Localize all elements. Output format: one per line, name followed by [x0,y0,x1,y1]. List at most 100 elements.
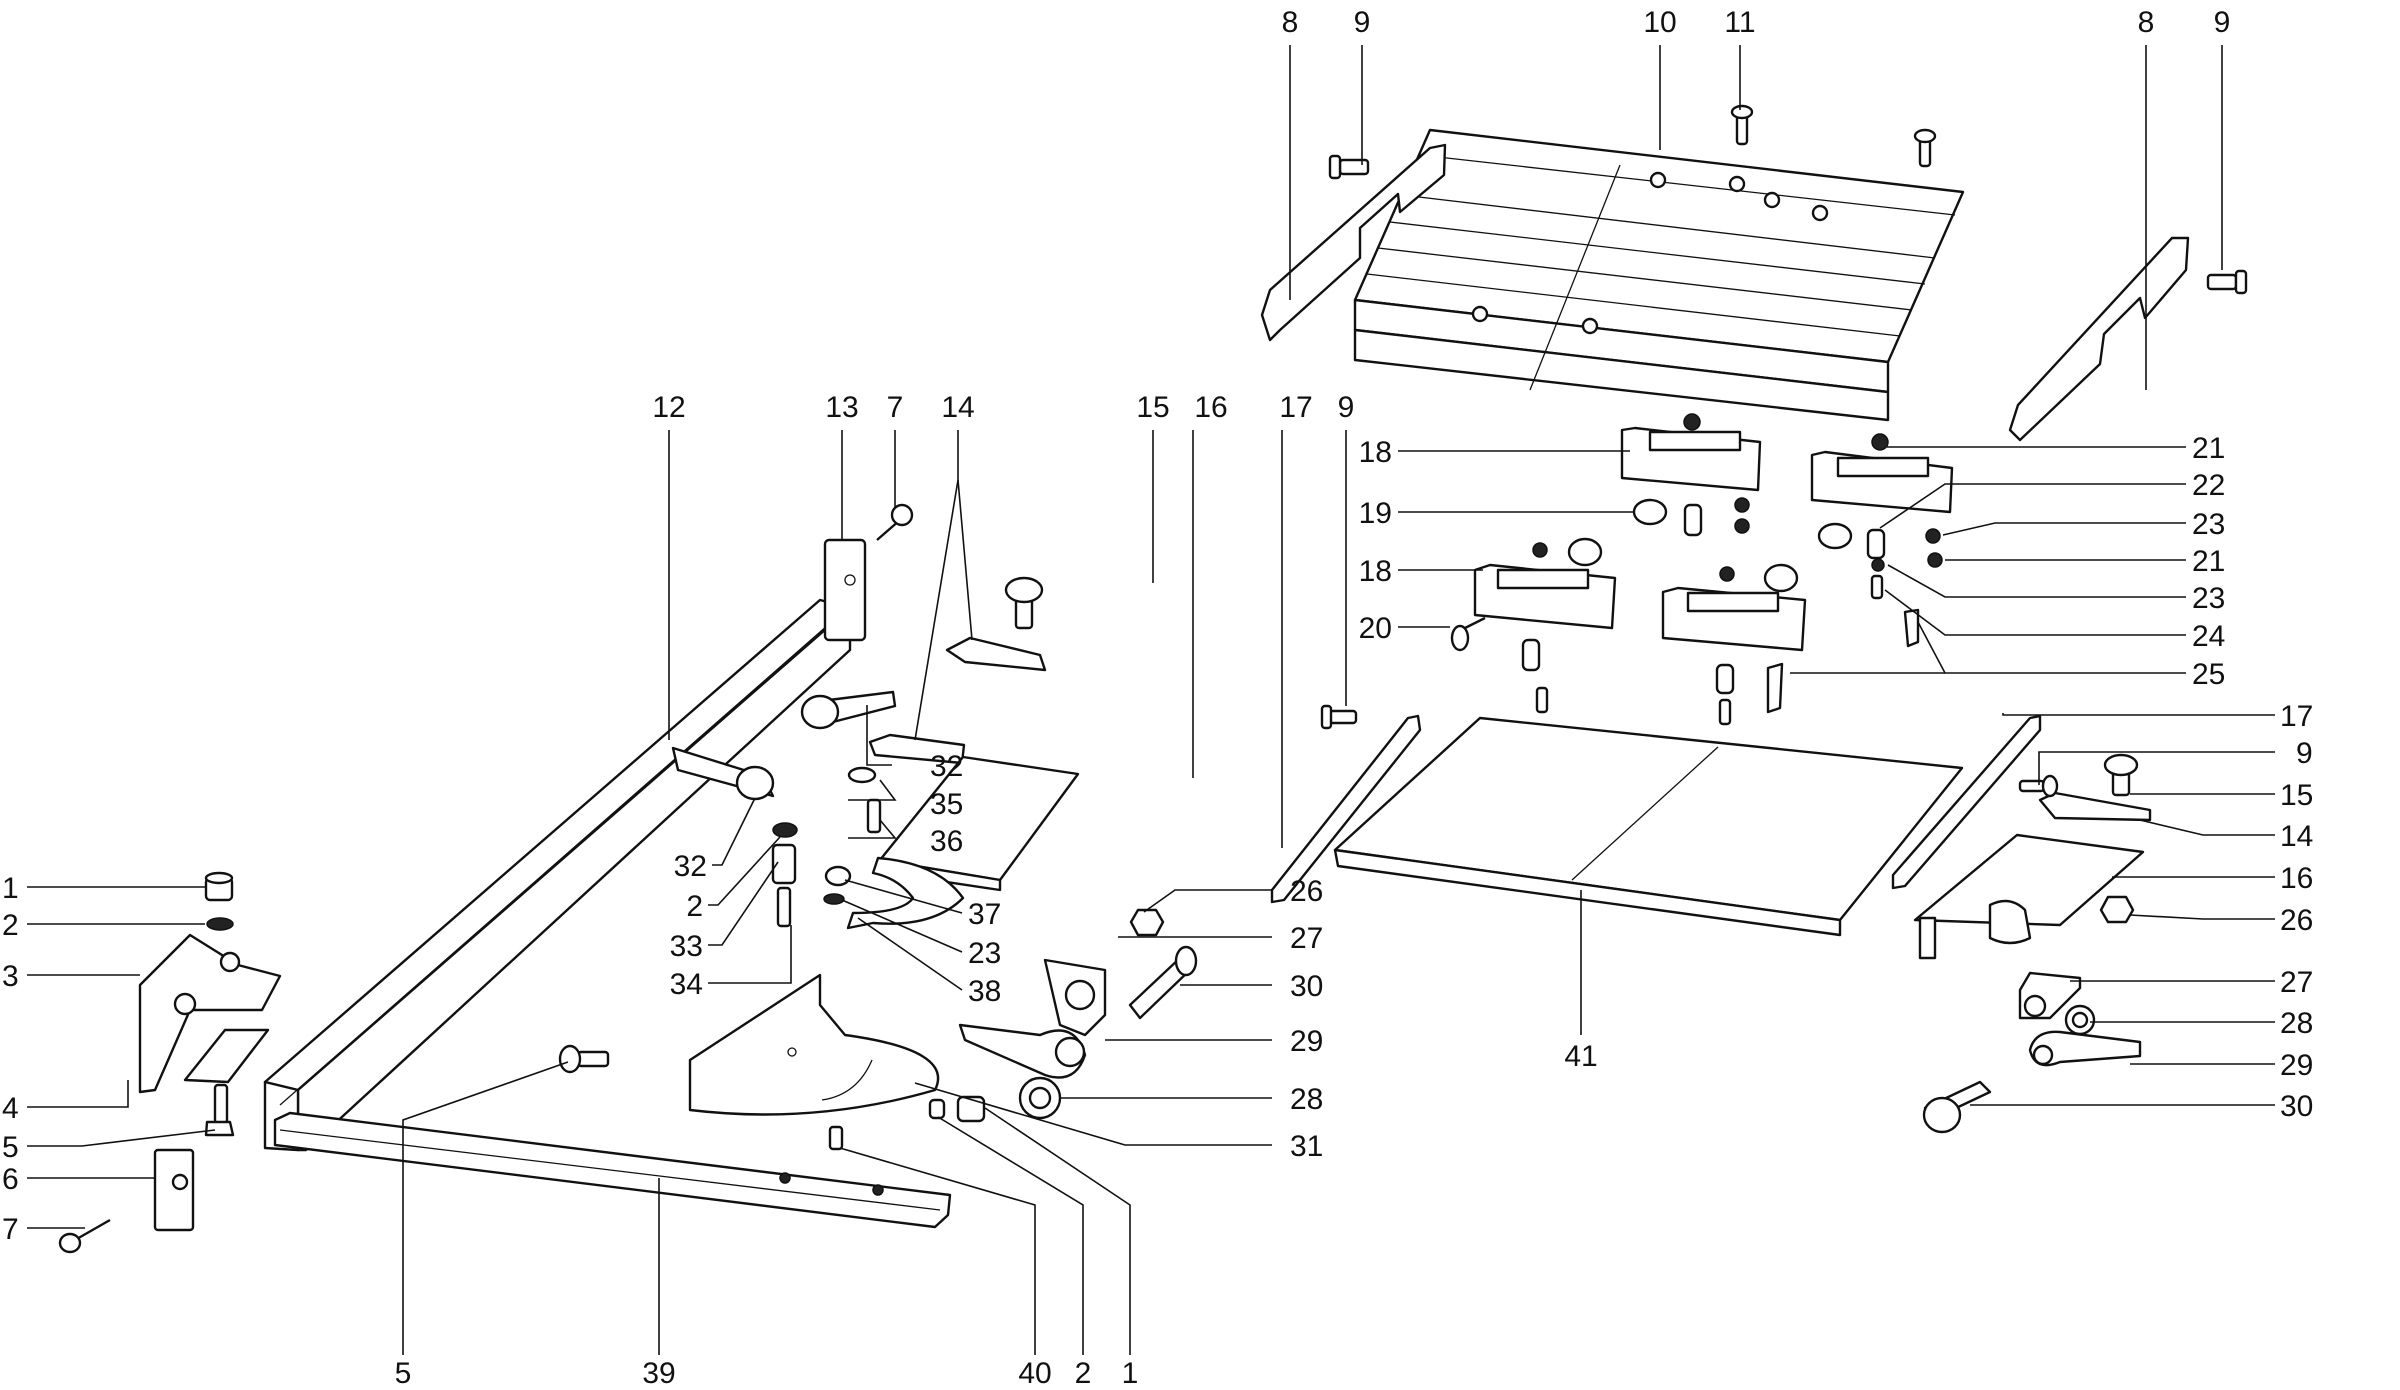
washer-35 [847,766,877,784]
screw-7-center [876,503,914,541]
callout-2: 2 [686,890,703,923]
callout-27: 27 [1290,922,1323,955]
cap-37 [824,865,852,887]
plate-4 [183,1028,270,1084]
callout-15: 15 [1136,391,1169,424]
clip-6 [153,1148,195,1232]
lever-32-b [671,746,775,801]
clip-14-right [2038,791,2152,822]
callout-5: 5 [395,1357,412,1390]
callout-18: 18 [1359,555,1392,588]
nut-26-right [2099,895,2135,924]
callout-24: 24 [2192,620,2225,653]
bolt-15-center [1004,576,1044,630]
callout-27: 27 [2280,966,2313,999]
callout-1: 1 [2,872,19,905]
callout-4: 4 [2,1092,19,1125]
block-18-b [1810,450,1954,514]
callout-30: 30 [1290,970,1323,1003]
screw-11 [1730,104,1754,146]
callout-37: 37 [968,898,1001,931]
callout-15: 15 [2280,779,2313,812]
callout-19: 19 [1359,497,1392,530]
callout-2: 2 [2,909,19,942]
callout-16: 16 [2280,862,2313,895]
callout-28: 28 [2280,1007,2313,1040]
callout-40: 40 [1018,1357,1051,1390]
block-18-d [1661,586,1807,652]
lever-32-a [800,690,897,730]
callout-23: 23 [2192,582,2225,615]
callout-36: 36 [930,825,963,858]
bracket-27-right [2018,971,2082,1020]
knob-1-left [204,871,234,902]
side-rail-right [2008,236,2190,442]
washer-23-center [823,893,845,905]
callout-9: 9 [2214,6,2231,39]
callout-26: 26 [2280,904,2313,937]
callout-3: 3 [2,960,19,993]
scale-38 [846,856,965,930]
bolt-15-right [2103,753,2139,797]
knob-1-bottom [956,1095,986,1123]
callout-9: 9 [1338,391,1355,424]
callout-39: 39 [642,1357,675,1390]
callout-14: 14 [2280,820,2313,853]
callout-12: 12 [652,391,685,424]
callout-5: 5 [2,1131,19,1164]
callout-23: 23 [968,937,1001,970]
screw-9-top-left [1328,154,1370,180]
callout-9: 9 [1354,6,1371,39]
screw-9-top-right [2206,269,2248,295]
pin-40 [828,1125,844,1151]
callout-32: 32 [930,750,963,783]
bolt-34 [776,886,792,928]
washer-28-right [2064,1004,2096,1036]
clip-14-a [945,636,1047,672]
callout-8: 8 [1282,6,1299,39]
side-rail-left [1260,143,1447,342]
strap-17-right [1891,714,2042,890]
lever-29-right [2028,1030,2142,1067]
screw-9-right [2018,774,2059,798]
callout-7: 7 [887,391,904,424]
callout-28: 28 [1290,1083,1323,1116]
callout-38: 38 [968,975,1001,1008]
callout-10: 10 [1643,6,1676,39]
spring-36 [866,798,882,834]
callout-30: 30 [2280,1090,2313,1123]
callout-41: 41 [1564,1040,1597,1073]
callout-23: 23 [2192,508,2225,541]
callout-17: 17 [2280,700,2313,733]
callout-17: 17 [1279,391,1312,424]
guide-bar-39 [273,1111,952,1229]
callout-18: 18 [1359,436,1392,469]
callout-2: 2 [1075,1357,1092,1390]
washer-2-center [772,822,798,838]
miter-base-31 [688,973,940,1116]
callout-11: 11 [1724,6,1755,39]
setscrew-2-bottom [928,1098,946,1120]
callout-16: 16 [1194,391,1227,424]
block-18-a [1620,426,1762,492]
callout-29: 29 [1290,1025,1323,1058]
callout-7: 7 [2,1213,19,1246]
callout-6: 6 [2,1163,19,1196]
callout-8: 8 [2138,6,2155,39]
callout-25: 25 [2192,658,2225,691]
plate-13 [823,538,867,642]
callout-22: 22 [2192,469,2225,502]
plate-16-right [1913,833,2145,960]
callout-1: 1 [1122,1357,1139,1390]
washer-28-center [1018,1076,1062,1120]
callout-32: 32 [674,850,707,883]
bracket-27-center [1043,958,1107,1037]
washer-2-left [206,917,234,931]
callout-29: 29 [2280,1049,2313,1082]
callout-labels: 8 9 10 11 8 9 12 13 7 14 15 16 17 9 18 1… [2,6,2313,1390]
clip-14-b [868,733,966,765]
table-top-part [1353,128,1965,422]
callout-31: 31 [1290,1130,1323,1163]
